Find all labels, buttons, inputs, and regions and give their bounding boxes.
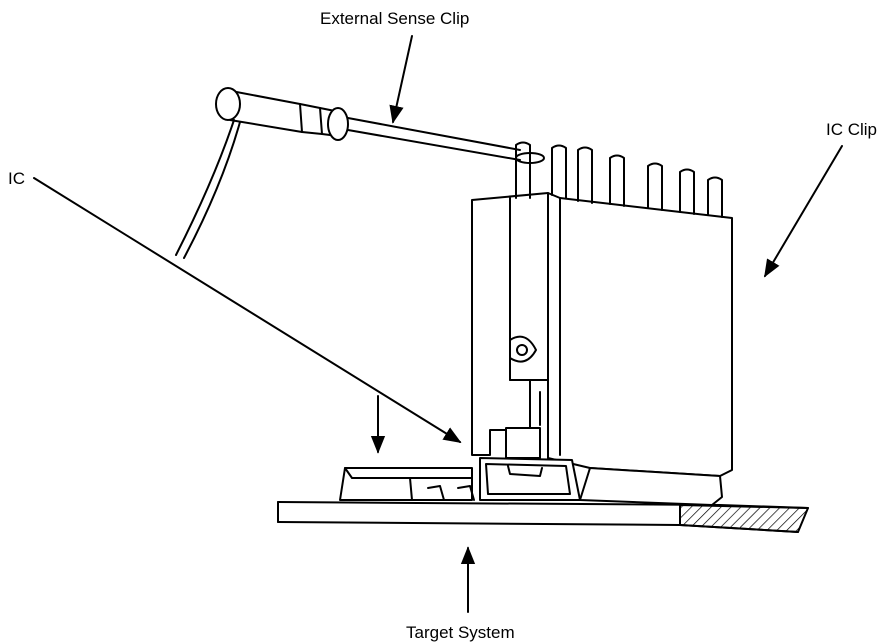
leader-lines	[33, 35, 843, 613]
external-sense-clip-label: External Sense Clip	[320, 9, 470, 28]
external-sense-clip	[175, 87, 545, 259]
target-system-label: Target System	[406, 623, 515, 642]
ic-chip	[479, 427, 581, 501]
ic-clip-body	[471, 192, 733, 506]
clip-pins	[515, 141, 723, 218]
target-system-board	[277, 501, 809, 533]
ic-clip-label: IC Clip	[826, 120, 878, 139]
ic-label: IC	[8, 169, 25, 188]
board-components	[339, 467, 475, 501]
